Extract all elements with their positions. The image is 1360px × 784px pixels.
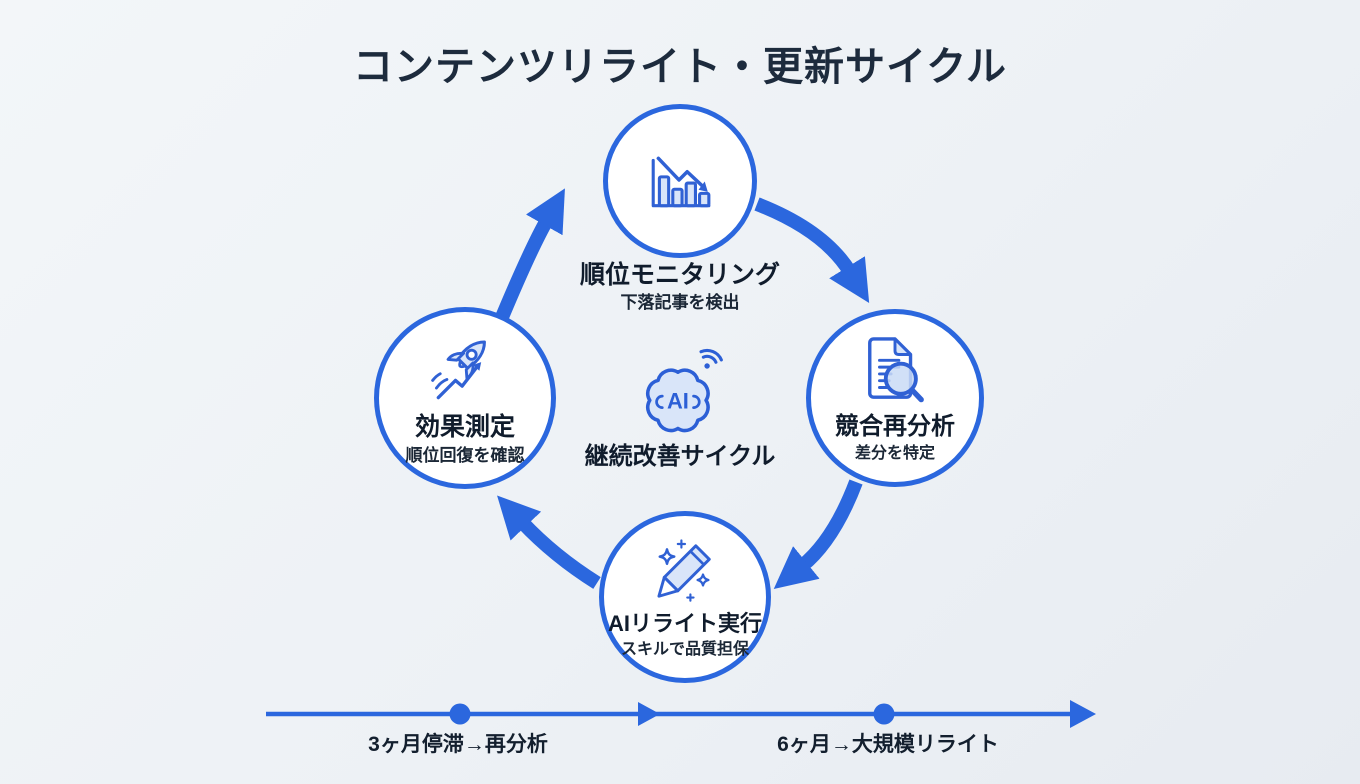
- cycle-node-ai-rewrite: AIリライト実行 スキルで品質担保: [599, 511, 771, 683]
- cycle-node-effect-measurement: 効果測定 順位回復を確認: [374, 307, 556, 489]
- node-sublabel: 下落記事を検出: [620, 292, 740, 312]
- node-sublabel: 差分を特定: [854, 445, 935, 463]
- node-label: 効果測定: [414, 413, 515, 442]
- node-label: AIリライト実行: [607, 610, 762, 636]
- declining-bar-chart-icon: [651, 156, 711, 208]
- cycle-node-competitor-reanalysis: 競合再分析 差分を特定: [806, 309, 984, 487]
- document-magnifier-icon: [868, 336, 924, 402]
- timeline-dot-6-months: [873, 703, 895, 725]
- cycle-arrow-left-to-top: [493, 188, 565, 325]
- cycle-arrow-right-to-bottom: [773, 479, 863, 589]
- center-cycle-label: 継続改善サイクル: [584, 443, 776, 470]
- wifi-signal-icon: [699, 348, 723, 369]
- rank-monitoring-labels: 順位モニタリング 下落記事を検出: [480, 261, 880, 313]
- timeline-dot-3-months: [449, 703, 471, 725]
- rocket-growth-icon: [431, 340, 486, 400]
- timeline-mid-arrow: [638, 702, 660, 726]
- cycle-node-rank-monitoring: [603, 104, 757, 258]
- node-label: 順位モニタリング: [579, 261, 780, 289]
- node-sublabel: スキルで品質担保: [620, 641, 749, 659]
- cycle-arrow-top-to-right: [754, 197, 870, 303]
- timeline-label-3-months: 3ヶ月停滞→再分析: [368, 733, 548, 756]
- cycle-center: AI: [628, 340, 732, 444]
- node-label: 競合再分析: [835, 412, 955, 440]
- timeline: [266, 700, 1096, 728]
- page-title: コンテンツリライト・更新サイクル: [353, 45, 1007, 89]
- timeline-end-arrow: [1070, 700, 1096, 728]
- node-sublabel: 順位回復を確認: [405, 446, 525, 466]
- ai-label: AI: [667, 389, 689, 414]
- cycle-arrow-bottom-to-left: [497, 495, 601, 589]
- sparkle-pencil-icon: [657, 539, 711, 602]
- timeline-label-6-months: 6ヶ月→大規模リライト: [777, 733, 999, 756]
- ai-brain-icon: AI: [646, 348, 723, 433]
